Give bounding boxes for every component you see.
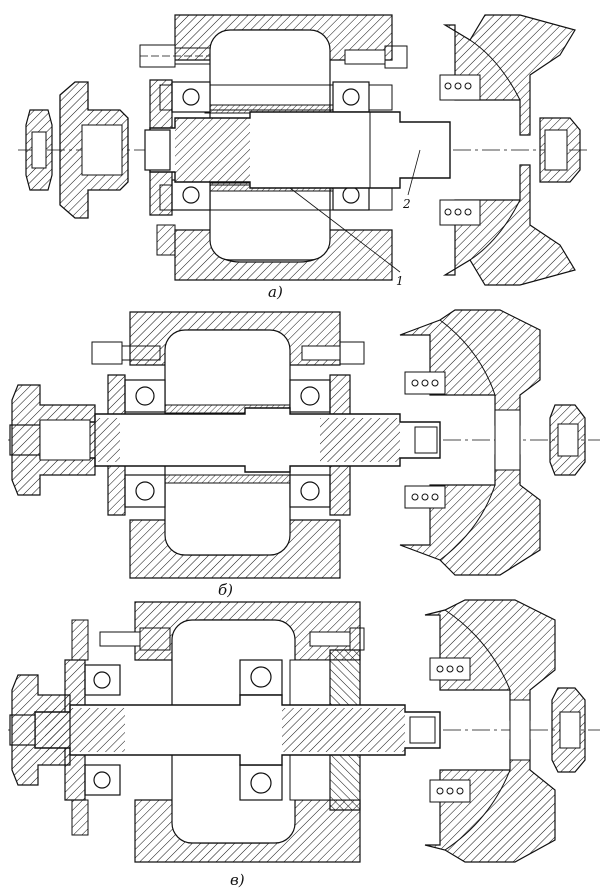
panel-a: 1 2 а) — [18, 14, 590, 301]
coupling-half — [11, 384, 96, 496]
bolt-top-right — [344, 45, 408, 69]
callout-1: 1 — [396, 274, 404, 288]
caption-c: в) — [230, 871, 245, 889]
impeller — [399, 309, 541, 576]
bearing-left — [84, 664, 121, 796]
bolt-top-left — [91, 341, 161, 365]
shaft — [9, 694, 441, 766]
bolt-top-left — [99, 627, 171, 651]
leader-line-1 — [289, 187, 401, 273]
bearing-right — [239, 659, 283, 801]
nut — [25, 109, 53, 191]
coupling-half — [11, 674, 71, 786]
leader-line-2 — [407, 149, 421, 196]
bolt-top-right — [301, 341, 365, 365]
callout-2: 2 — [402, 197, 411, 211]
coupling-half — [59, 81, 129, 219]
bearing-right — [289, 379, 331, 508]
nut — [549, 404, 586, 476]
spacer-sleeve — [164, 474, 291, 484]
shaft — [144, 111, 451, 189]
bearing-left — [124, 379, 166, 508]
panel-b: б) — [8, 309, 600, 599]
bolt-top-right — [309, 627, 365, 651]
caption-a: а) — [268, 283, 283, 301]
panel-c: в) — [8, 599, 600, 889]
impeller — [439, 14, 581, 286]
bolt-top-left — [139, 44, 211, 68]
nut — [551, 687, 586, 773]
impeller — [424, 599, 556, 863]
caption-b: б) — [218, 581, 233, 599]
